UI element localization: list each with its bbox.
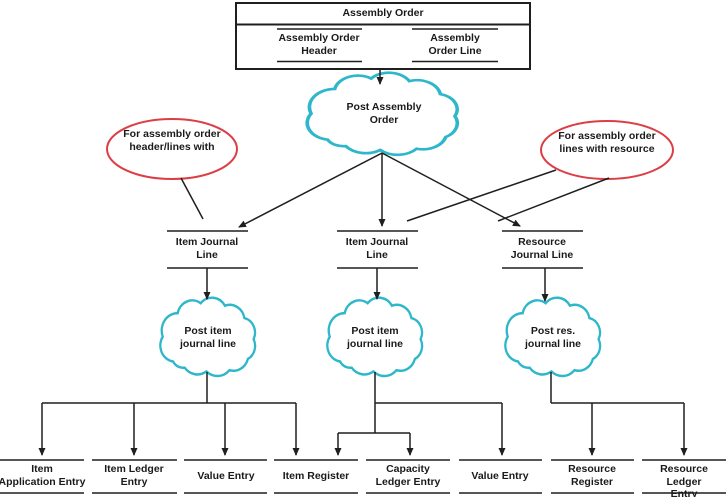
post-resource-journal-cloud — [504, 296, 602, 378]
callout-shapes — [106, 118, 674, 180]
item-register-label: Item Register — [282, 470, 350, 482]
assembly-order-title: Assembly Order — [342, 7, 424, 19]
post-resource-journal-label: Post res. journal line — [524, 325, 582, 350]
item-ledger-entry-label: Item Ledger Entry — [104, 463, 164, 488]
assembly-order-header-field: Assembly Order Header — [278, 32, 360, 57]
callout-left-ellipse — [106, 118, 238, 180]
item-journal-line-2-label: Item Journal Line — [345, 236, 409, 261]
connector-lines — [38, 69, 688, 456]
process-cloud-shapes — [159, 71, 602, 378]
assembly-order-entity — [235, 2, 531, 70]
post-item-journal-cloud-2 — [326, 296, 424, 378]
callout-left-label: For assembly order header/lines with — [123, 128, 221, 153]
callout-right-label: For assembly order lines with resource — [558, 130, 656, 155]
item-journal-line-1-label: Item Journal Line — [175, 236, 239, 261]
capacity-ledger-entry-label: Capacity Ledger Entry — [375, 463, 441, 488]
resource-journal-line-label: Resource Journal Line — [510, 236, 574, 261]
post-assembly-order-cloud — [305, 71, 459, 157]
resource-ledger-entry-label: Resource Ledger Entry — [660, 463, 708, 497]
post-item-journal-cloud-1 — [159, 296, 257, 378]
item-application-entry-label: Item Application Entry — [0, 463, 86, 488]
post-item-journal-2-label: Post item journal line — [346, 325, 404, 350]
post-assembly-order-label: Post Assembly Order — [346, 101, 422, 126]
post-item-journal-1-label: Post item journal line — [179, 325, 237, 350]
value-entry-2-label: Value Entry — [471, 470, 529, 482]
resource-register-label: Resource Register — [568, 463, 616, 488]
assembly-order-line-field: Assembly Order Line — [428, 32, 482, 57]
ledger-table-symbols — [0, 459, 726, 494]
value-entry-1-label: Value Entry — [197, 470, 255, 482]
